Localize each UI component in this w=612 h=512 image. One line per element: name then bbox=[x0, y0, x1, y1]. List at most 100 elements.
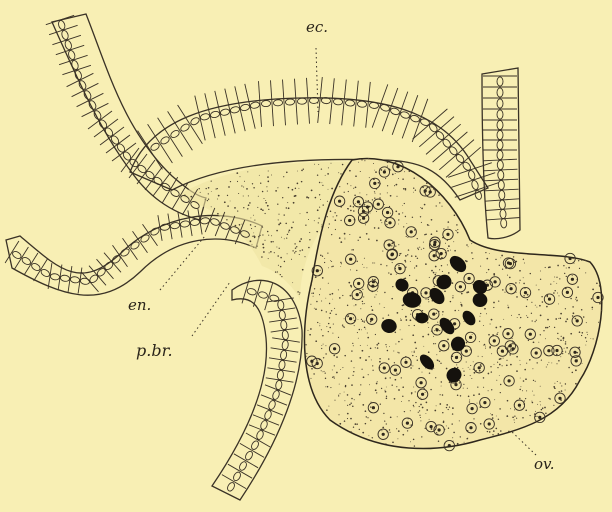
cell-wall bbox=[261, 395, 287, 405]
stipple-dot bbox=[500, 384, 501, 385]
stipple-dot bbox=[489, 253, 490, 254]
stipple-dot bbox=[287, 202, 288, 203]
stipple-dot bbox=[367, 333, 368, 334]
stipple-dot bbox=[494, 364, 495, 365]
stipple-dot bbox=[565, 352, 566, 353]
egg-nucleus bbox=[373, 182, 376, 185]
stipple-dot bbox=[380, 264, 381, 265]
stipple-dot bbox=[274, 252, 275, 253]
stipple-dot bbox=[507, 400, 509, 402]
egg-nucleus bbox=[370, 318, 373, 321]
stipple-dot bbox=[468, 367, 469, 368]
stipple-dot bbox=[322, 277, 324, 279]
stipple-dot bbox=[268, 170, 269, 171]
stipple-dot bbox=[247, 171, 248, 172]
stipple-dot bbox=[338, 172, 339, 173]
stipple-dot bbox=[443, 421, 445, 423]
stipple-dot bbox=[267, 176, 269, 178]
stipple-dot bbox=[368, 238, 370, 240]
stipple-dot bbox=[535, 411, 536, 412]
stipple-dot bbox=[365, 359, 367, 361]
stipple-dot bbox=[497, 367, 498, 368]
stipple-dot bbox=[358, 319, 359, 320]
stipple-dot bbox=[288, 207, 290, 209]
stipple-dot bbox=[411, 255, 412, 256]
stipple-dot bbox=[276, 230, 278, 232]
stipple-dot bbox=[556, 277, 557, 278]
stipple-dot bbox=[348, 191, 349, 192]
stipple-dot bbox=[528, 340, 529, 341]
cell-wall bbox=[446, 147, 481, 177]
cell-nucleus bbox=[400, 111, 411, 120]
stipple-dot bbox=[248, 195, 249, 196]
stipple-dot bbox=[370, 348, 372, 350]
egg-nucleus bbox=[506, 332, 509, 335]
stipple-dot bbox=[463, 388, 464, 389]
stipple-dot bbox=[554, 387, 555, 388]
stipple-dot bbox=[438, 440, 439, 441]
stipple-dot bbox=[341, 263, 342, 264]
stipple-dot bbox=[543, 330, 544, 331]
stipple-dot bbox=[466, 292, 468, 294]
stipple-dot bbox=[319, 182, 320, 183]
stipple-dot bbox=[523, 295, 524, 296]
stipple-dot bbox=[506, 415, 508, 417]
cell-nucleus bbox=[250, 101, 260, 109]
stipple-dot bbox=[252, 183, 253, 184]
stipple-dot bbox=[306, 196, 307, 197]
stipple-dot bbox=[480, 313, 481, 314]
stipple-dot bbox=[420, 207, 421, 208]
stipple-dot bbox=[309, 239, 310, 240]
stipple-dot bbox=[354, 325, 355, 326]
stipple-dot bbox=[262, 234, 263, 235]
stipple-dot bbox=[386, 398, 388, 400]
stipple-dot bbox=[268, 258, 269, 259]
stipple-dot bbox=[332, 369, 333, 370]
stipple-dot bbox=[344, 327, 345, 328]
stipple-dot bbox=[495, 428, 497, 430]
stipple-dot bbox=[272, 241, 273, 242]
stipple-dot bbox=[558, 391, 559, 392]
stipple-dot bbox=[297, 183, 299, 185]
stipple-dot bbox=[519, 407, 520, 408]
stipple-dot bbox=[579, 331, 581, 333]
stipple-dot bbox=[547, 319, 549, 321]
stipple-dot bbox=[397, 416, 398, 417]
stipple-dot bbox=[362, 404, 364, 406]
stipple-dot bbox=[421, 436, 422, 437]
ectoderm-upper-left bbox=[52, 14, 206, 220]
stipple-dot bbox=[538, 289, 539, 290]
stipple-dot bbox=[317, 209, 319, 211]
egg-nucleus bbox=[547, 349, 550, 352]
stipple-dot bbox=[500, 430, 502, 432]
stipple-dot bbox=[328, 189, 329, 190]
stipple-dot bbox=[456, 224, 458, 226]
stipple-dot bbox=[470, 375, 471, 376]
stipple-dot bbox=[396, 373, 397, 374]
stipple-dot bbox=[450, 301, 451, 302]
stipple-dot bbox=[453, 241, 454, 242]
stipple-dot bbox=[364, 267, 365, 268]
cell-wall bbox=[68, 266, 72, 292]
stipple-dot bbox=[269, 252, 270, 253]
stipple-dot bbox=[353, 317, 354, 318]
stipple-dot bbox=[361, 329, 362, 330]
stipple-dot bbox=[403, 188, 405, 190]
stipple-dot bbox=[262, 191, 264, 193]
stipple-dot bbox=[522, 390, 523, 391]
stipple-dot bbox=[393, 351, 394, 352]
cell-nucleus bbox=[190, 219, 200, 226]
stipple-dot bbox=[509, 354, 511, 356]
stipple-dot bbox=[556, 354, 558, 356]
stipple-dot bbox=[410, 261, 411, 262]
egg-nucleus bbox=[478, 366, 481, 369]
stipple-dot bbox=[311, 190, 313, 192]
stipple-dot bbox=[327, 253, 328, 254]
stipple-dot bbox=[381, 169, 383, 171]
cell-nucleus bbox=[256, 430, 265, 441]
stipple-dot bbox=[446, 425, 447, 426]
stipple-dot bbox=[536, 320, 537, 321]
stipple-dot bbox=[523, 259, 524, 260]
stipple-dot bbox=[387, 185, 388, 186]
stipple-dot bbox=[402, 396, 403, 397]
